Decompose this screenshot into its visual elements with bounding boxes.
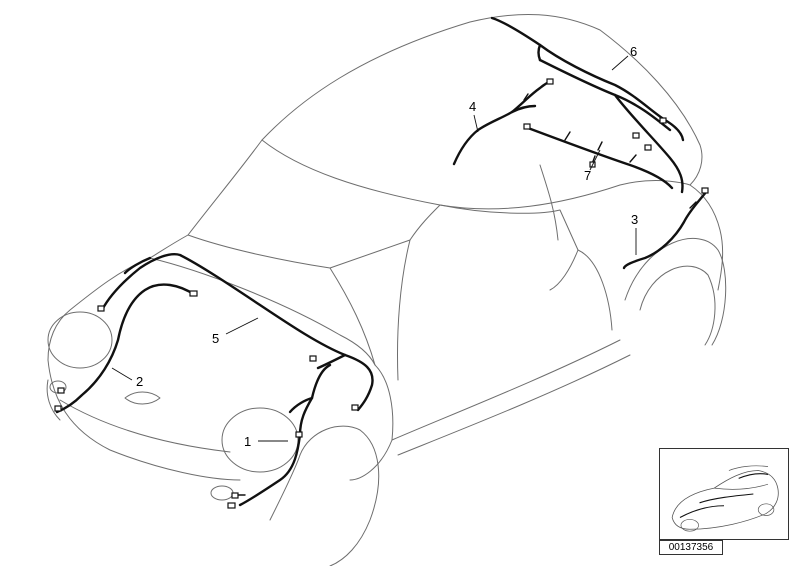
callout-1: 1 bbox=[244, 434, 251, 449]
callout-2: 2 bbox=[136, 374, 143, 389]
document-number: 00137356 bbox=[659, 540, 723, 555]
callout-7: 7 bbox=[584, 168, 591, 183]
locator-thumbnail bbox=[659, 448, 789, 540]
callout-3: 3 bbox=[631, 212, 638, 227]
car-body-outline bbox=[46, 13, 727, 566]
wiring-harness-2[interactable] bbox=[54, 283, 198, 414]
callout-labels: 1 2 3 4 5 6 7 bbox=[136, 44, 638, 449]
car-thumbnail-icon bbox=[671, 465, 779, 532]
wiring-harness-1[interactable] bbox=[227, 363, 332, 509]
wiring-harness-3[interactable] bbox=[622, 187, 709, 270]
wiring-harness-5[interactable] bbox=[97, 253, 374, 412]
callout-5: 5 bbox=[212, 331, 219, 346]
wiring-harness-6[interactable] bbox=[490, 16, 685, 194]
wiring-harness-4[interactable] bbox=[452, 78, 554, 166]
callout-6: 6 bbox=[630, 44, 637, 59]
callout-leaders bbox=[111, 55, 637, 442]
callout-4: 4 bbox=[469, 99, 476, 114]
